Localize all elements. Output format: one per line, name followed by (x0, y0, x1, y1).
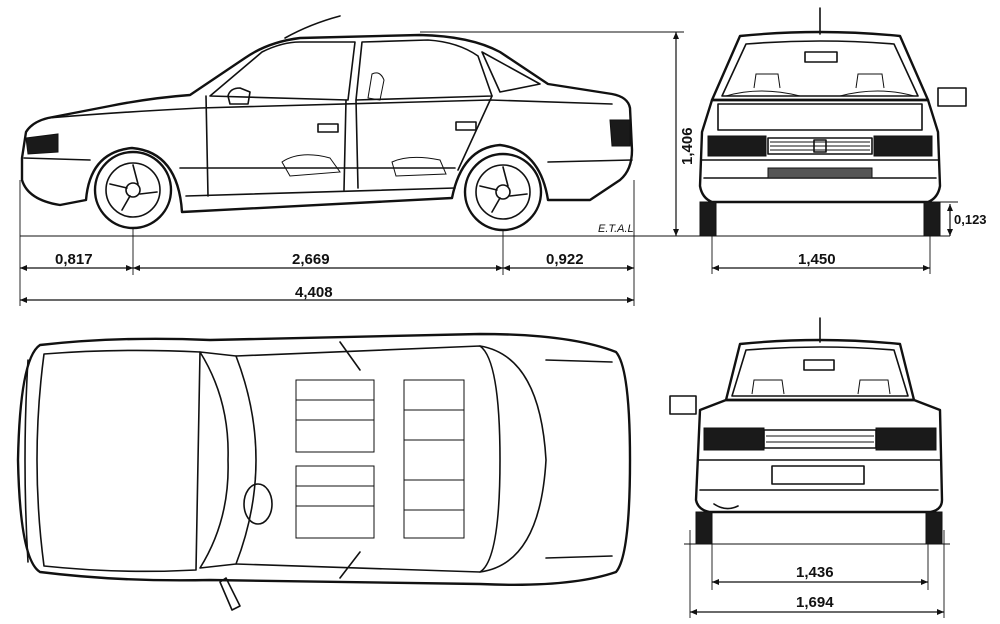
front-left-tyre (699, 201, 717, 237)
top-seats (295, 379, 465, 539)
top-steering-wheel (243, 483, 273, 525)
front-mirror-icon (937, 87, 967, 107)
dim-overall-length: 4,408 (295, 284, 333, 301)
side-mirror-icon (227, 87, 251, 105)
front-steering (725, 90, 915, 97)
top-rear-window (479, 345, 547, 573)
front-right-tyre (923, 201, 941, 237)
top-pillars (339, 341, 361, 579)
front-cabin-outline (710, 30, 930, 102)
front-hood (717, 103, 923, 131)
side-beltline (47, 99, 613, 119)
rear-exhaust (713, 503, 739, 510)
rear-dimensions (689, 530, 945, 618)
dim-overall-width: 1,694 (796, 594, 834, 611)
rear-headrests (751, 379, 891, 395)
top-body-outline (16, 332, 632, 586)
front-headrests (753, 73, 885, 89)
dim-rear-overhang: 0,922 (546, 251, 584, 268)
rear-view (669, 317, 950, 545)
dim-front-track: 1,450 (798, 251, 836, 268)
dim-rear-track: 1,436 (796, 564, 834, 581)
side-door-lines (205, 95, 493, 197)
rear-trunk-panel (763, 429, 877, 449)
top-mirror-icon (219, 577, 241, 611)
front-rearview-mirror (804, 51, 838, 63)
top-view (16, 332, 632, 611)
side-antenna (284, 15, 341, 39)
dim-wheelbase: 2,669 (292, 251, 330, 268)
rear-right-taillight (875, 427, 937, 451)
rear-left-tyre (695, 511, 713, 545)
front-left-headlight (707, 135, 767, 157)
top-cabin (235, 345, 501, 573)
side-view: E.T.A.L (20, 15, 690, 237)
rear-cabin-outline (724, 338, 916, 402)
side-body-outline (20, 33, 634, 214)
rear-window (731, 346, 909, 397)
side-dimensions (19, 31, 684, 306)
front-dimensions (711, 201, 958, 274)
side-headlight (25, 133, 59, 155)
top-windshield (199, 351, 257, 569)
side-seat-outlines (281, 154, 447, 177)
rear-plate (771, 465, 865, 485)
top-front-bumper (24, 359, 29, 563)
top-hood (36, 349, 201, 573)
rear-mirror-seen (803, 359, 835, 371)
side-front-door-handle (317, 123, 339, 133)
side-rear-door-handle (455, 121, 477, 131)
front-air-intake (767, 167, 873, 179)
dim-ground-clearance: 0,123 (954, 212, 987, 227)
side-rear-window (355, 39, 493, 101)
side-front-window (209, 41, 356, 101)
side-bumper-line (23, 157, 633, 169)
rear-body-outline (694, 398, 944, 514)
side-rear-wheel (463, 152, 543, 232)
rear-mirror-icon (669, 395, 697, 415)
side-quarter-window (481, 51, 541, 93)
front-windshield (721, 40, 919, 97)
front-grille (767, 137, 873, 155)
front-view (690, 7, 967, 237)
side-headrest (367, 72, 385, 101)
top-trunk-lines (545, 359, 613, 559)
front-right-headlight (873, 135, 933, 157)
side-front-wheel (93, 150, 173, 230)
front-badge (813, 139, 827, 153)
rear-bumper (697, 459, 941, 491)
drafter-signature: E.T.A.L (598, 223, 634, 235)
side-sill-line (185, 187, 456, 197)
dim-front-overhang: 0,817 (55, 251, 93, 268)
dim-overall-height: 1,406 (679, 127, 696, 165)
rear-left-taillight (703, 427, 765, 451)
side-taillight (609, 119, 631, 147)
rear-right-tyre (925, 511, 943, 545)
